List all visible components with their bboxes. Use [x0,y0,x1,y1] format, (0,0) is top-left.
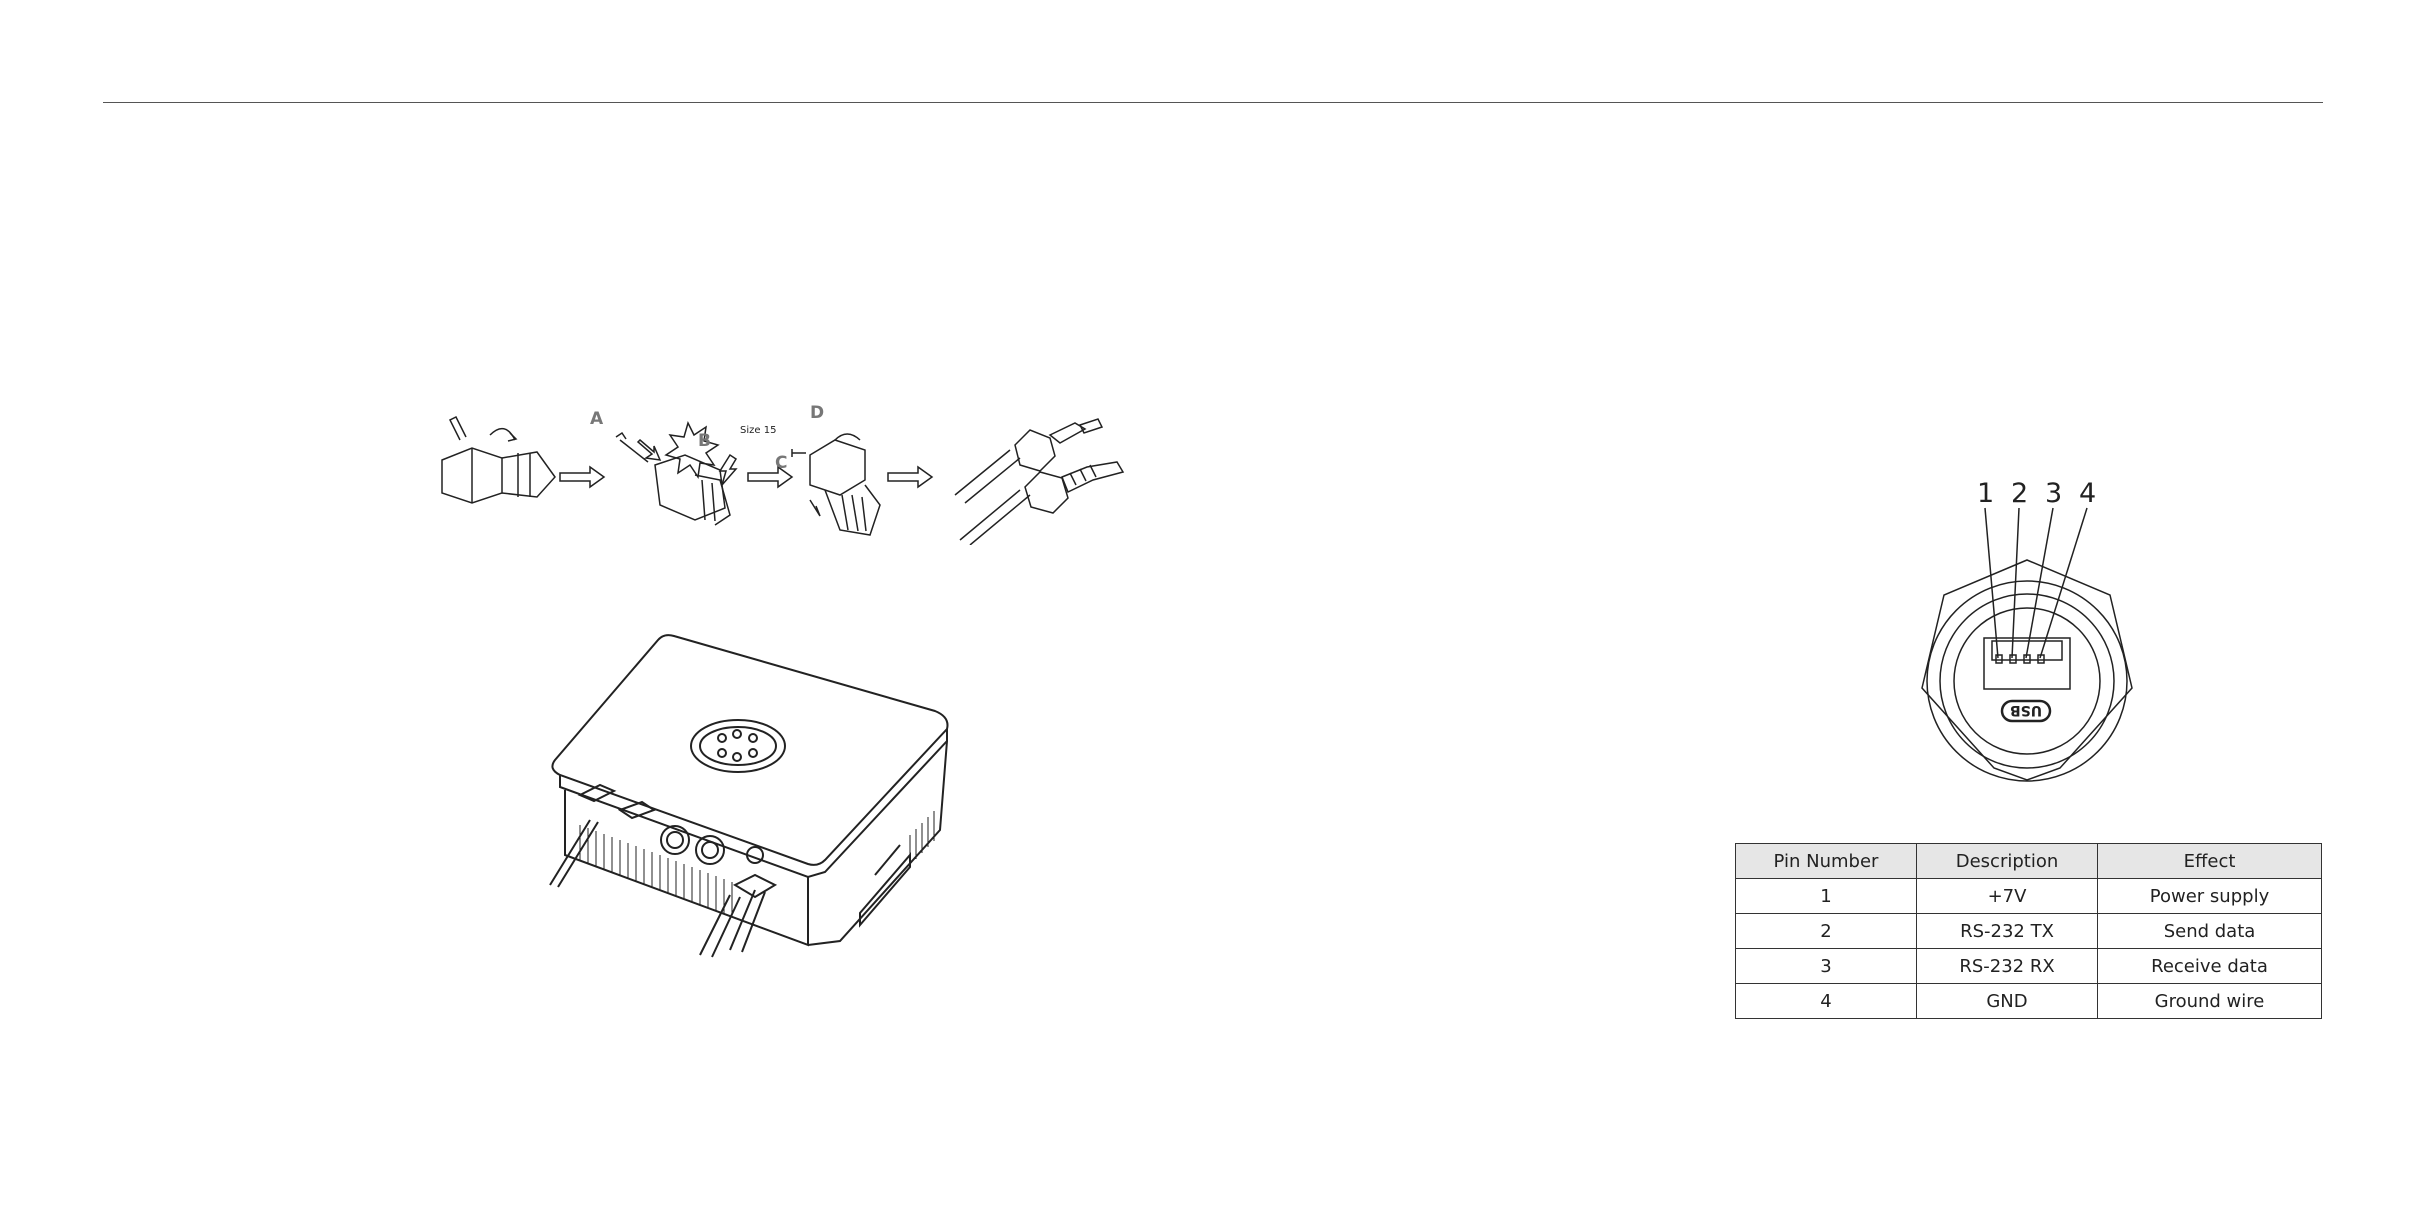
step-label-c: C [775,453,787,473]
table-header-row: Pin Number Description Effect [1736,844,2322,879]
size-label: Size 15 [740,425,776,436]
header-description: Description [1917,844,2098,879]
cell-effect: Power supply [2098,879,2322,914]
cell-description: RS-232 RX [1917,949,2098,984]
cell-effect: Receive data [2098,949,2322,984]
header-effect: Effect [2098,844,2322,879]
table-row: 1 +7V Power supply [1736,879,2322,914]
table-row: 4 GND Ground wire [1736,984,2322,1019]
cell-pin-number: 3 [1736,949,1917,984]
cell-effect: Send data [2098,914,2322,949]
inverter-illustration [540,625,960,965]
step-label-d: D [810,403,824,423]
cell-pin-number: 2 [1736,914,1917,949]
connector-assembly-illustration: A B C D Size 15 [430,395,1130,545]
header-pin-number: Pin Number [1736,844,1917,879]
usb-port-label: USB [2010,702,2042,718]
cell-pin-number: 1 [1736,879,1917,914]
usb-pin-table: Pin Number Description Effect 1 +7V Powe… [1735,843,2322,1019]
cell-pin-number: 4 [1736,984,1917,1019]
table-row: 2 RS-232 TX Send data [1736,914,2322,949]
step-label-b: B [698,431,711,451]
cell-description: RS-232 TX [1917,914,2098,949]
cell-effect: Ground wire [2098,984,2322,1019]
cell-description: +7V [1917,879,2098,914]
table-row: 3 RS-232 RX Receive data [1736,949,2322,984]
inverter-drawing [540,625,960,965]
cell-description: GND [1917,984,2098,1019]
usb-port-drawing: USB [1910,478,2150,798]
step-label-a: A [590,409,603,429]
header-rule [103,102,2323,103]
usb-port-diagram: 1 2 3 4 USB [1910,478,2150,798]
